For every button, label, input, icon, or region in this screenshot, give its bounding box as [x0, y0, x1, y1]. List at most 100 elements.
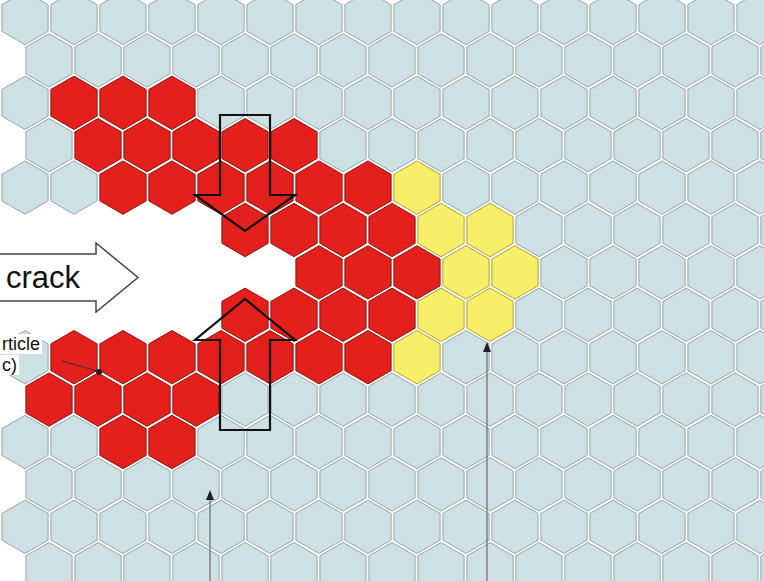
- grain-hexagon: [639, 76, 685, 129]
- damaged-grain-hexagon: [149, 76, 195, 129]
- grain-hexagon: [418, 119, 464, 172]
- process-zone-hexagon: [394, 161, 440, 214]
- grain-hexagon: [492, 500, 538, 553]
- grain-hexagon: [688, 161, 734, 214]
- damaged-grain-hexagon: [320, 203, 366, 256]
- leader-line: [210, 497, 211, 581]
- grain-hexagon: [369, 458, 415, 511]
- grain-hexagon: [516, 203, 562, 256]
- grain-hexagon: [222, 543, 268, 581]
- grain-hexagon: [614, 34, 660, 87]
- grain-hexagon: [149, 500, 195, 553]
- grain-hexagon: [516, 373, 562, 426]
- grain-hexagon: [467, 119, 513, 172]
- grain-hexagon: [492, 161, 538, 214]
- damaged-grain-hexagon: [100, 76, 146, 129]
- damaged-grain-hexagon: [271, 288, 317, 341]
- damaged-grain-hexagon: [296, 246, 342, 299]
- grain-hexagon: [296, 76, 342, 129]
- grain-hexagon: [639, 331, 685, 384]
- grain-hexagon: [614, 119, 660, 172]
- grain-hexagon: [124, 458, 170, 511]
- grain-hexagon: [614, 203, 660, 256]
- grain-hexagon: [271, 543, 317, 581]
- grain-hexagon: [394, 76, 440, 129]
- grain-hexagon: [614, 543, 660, 581]
- grain-hexagon: [516, 543, 562, 581]
- damaged-grain-hexagon: [173, 119, 219, 172]
- grain-hexagon: [663, 34, 709, 87]
- grain-hexagon: [639, 415, 685, 468]
- damaged-grain-hexagon: [124, 119, 170, 172]
- damaged-grain-hexagon: [149, 161, 195, 214]
- grain-hexagon: [467, 373, 513, 426]
- grain-hexagon: [418, 543, 464, 581]
- process-zone-hexagon: [467, 288, 513, 341]
- grain-hexagon: [516, 458, 562, 511]
- grain-hexagon: [2, 76, 48, 129]
- grain-hexagon: [75, 34, 121, 87]
- leader-arrowhead: [206, 490, 214, 500]
- grain-hexagon: [492, 415, 538, 468]
- damaged-grain-hexagon: [345, 331, 391, 384]
- grain-hexagon: [712, 373, 758, 426]
- grain-hexagon: [443, 415, 489, 468]
- damaged-grain-hexagon: [51, 331, 97, 384]
- grain-hexagon: [271, 458, 317, 511]
- grain-hexagon: [516, 119, 562, 172]
- grain-hexagon: [26, 543, 72, 581]
- grain-hexagon: [443, 76, 489, 129]
- grain-hexagon: [663, 373, 709, 426]
- crack-arrow: crack: [0, 242, 142, 313]
- grain-hexagon: [198, 500, 244, 553]
- damaged-grain-hexagon: [296, 331, 342, 384]
- grain-hexagon: [688, 500, 734, 553]
- grain-hexagon: [614, 458, 660, 511]
- grain-hexagon: [320, 458, 366, 511]
- load-arrow-up: [195, 299, 295, 430]
- grain-hexagon: [590, 415, 636, 468]
- grain-hexagon: [712, 543, 758, 581]
- grain-hexagon: [467, 34, 513, 87]
- grain-hexagon: [590, 76, 636, 129]
- grain-hexagon: [688, 331, 734, 384]
- grain-hexagon: [516, 288, 562, 341]
- grain-hexagon: [663, 119, 709, 172]
- grain-hexagon: [173, 458, 219, 511]
- grain-hexagon: [320, 373, 366, 426]
- grain-hexagon: [614, 373, 660, 426]
- damaged-grain-hexagon: [100, 161, 146, 214]
- leader-line: [62, 361, 97, 371]
- grain-hexagon: [663, 458, 709, 511]
- grain-hexagon: [614, 288, 660, 341]
- grain-hexagon: [320, 543, 366, 581]
- grain-hexagon: [173, 34, 219, 87]
- grain-hexagon: [345, 500, 391, 553]
- damaged-grain-hexagon: [296, 161, 342, 214]
- grain-hexagon: [2, 500, 48, 553]
- grain-hexagon: [26, 119, 72, 172]
- grain-hexagon: [394, 500, 440, 553]
- grain-hexagon: [369, 119, 415, 172]
- grain-hexagon: [369, 373, 415, 426]
- damaged-grain-hexagon: [149, 331, 195, 384]
- grain-hexagon: [712, 203, 758, 256]
- grain-hexagon: [590, 331, 636, 384]
- grain-hexagon: [541, 161, 587, 214]
- damaged-grain-hexagon: [26, 373, 72, 426]
- grain-hexagon: [26, 458, 72, 511]
- grain-hexagon: [75, 458, 121, 511]
- damaged-grain-hexagon: [222, 288, 268, 341]
- grain-hexagon: [320, 34, 366, 87]
- damaged-grain-hexagon: [100, 415, 146, 468]
- process-zone-hexagon: [467, 203, 513, 256]
- grain-hexagon: [394, 415, 440, 468]
- grain-hexagon: [296, 500, 342, 553]
- grain-hexagon: [100, 500, 146, 553]
- grain-hexagon: [565, 458, 611, 511]
- grain-hexagon: [516, 34, 562, 87]
- damaged-grain-hexagon: [369, 203, 415, 256]
- grain-hexagon: [296, 415, 342, 468]
- damaged-grain-hexagon: [173, 373, 219, 426]
- damaged-grain-hexagon: [51, 76, 97, 129]
